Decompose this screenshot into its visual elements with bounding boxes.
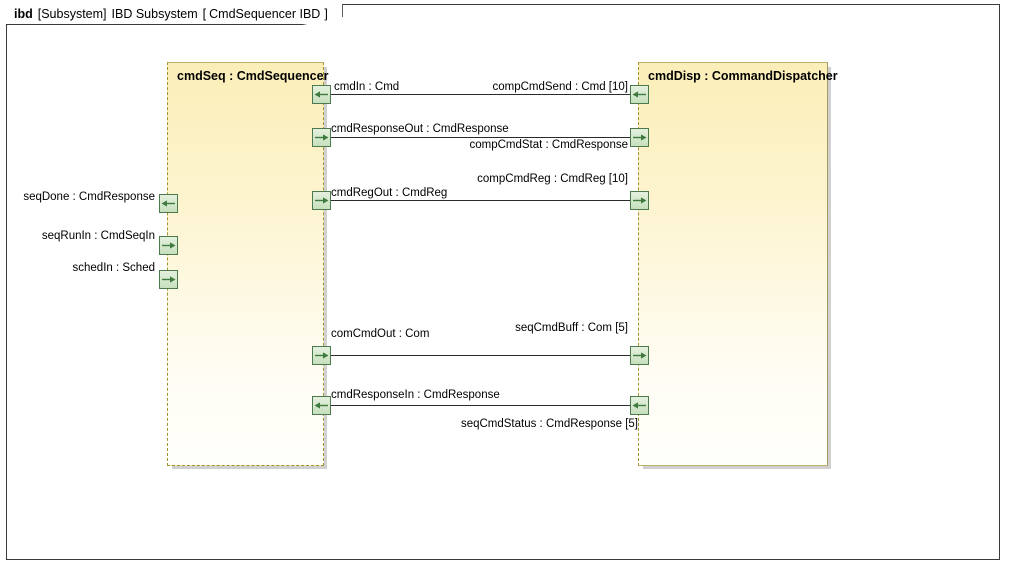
diagram-kind-label: ibd xyxy=(14,7,33,21)
connector-label-cmdresponseout: cmdResponseOut : CmdResponse xyxy=(331,123,509,135)
arrow-right-icon xyxy=(162,242,176,249)
block-cmdseq-title: cmdSeq : CmdSequencer xyxy=(177,69,329,83)
port-cmdregout[interactable] xyxy=(312,191,331,210)
block-cmdseq[interactable]: cmdSeq : CmdSequencer xyxy=(167,62,328,466)
port-compcmdreg[interactable] xyxy=(630,191,649,210)
block-cmddisp-title: cmdDisp : CommandDispatcher xyxy=(648,69,838,83)
connector-line-cmd-send[interactable] xyxy=(331,94,638,95)
arrow-right-icon xyxy=(315,197,329,204)
port-seqcmdstatus[interactable] xyxy=(630,396,649,415)
arrow-left-icon xyxy=(632,91,646,98)
connector-label-seqcmdstatus: seqCmdStatus : CmdResponse [5] xyxy=(460,418,638,430)
port-label-seqdone: seqDone : CmdResponse xyxy=(23,191,155,203)
connector-label-cmdregout: cmdRegOut : CmdReg xyxy=(331,187,448,199)
connector-line-cmd-buff[interactable] xyxy=(331,355,638,356)
port-label-schedin: schedIn : Sched xyxy=(72,262,155,274)
arrow-left-icon xyxy=(632,402,646,409)
connector-line-cmd-status[interactable] xyxy=(331,405,638,406)
diagram-bracket-open: [ xyxy=(202,7,207,21)
connector-label-compcmdsend: compCmdSend : Cmd [10] xyxy=(492,81,628,93)
arrow-right-icon xyxy=(633,352,647,359)
diagram-subtitle-label: CmdSequencer IBD xyxy=(209,7,321,21)
port-cmdresponseout[interactable] xyxy=(312,128,331,147)
diagram-header-tab: ibd [Subsystem] IBD Subsystem [ CmdSeque… xyxy=(6,4,343,25)
connector-line-cmd-stat[interactable] xyxy=(331,137,638,138)
arrow-right-icon xyxy=(162,276,176,283)
connector-label-compcmdstat: compCmdStat : CmdResponse xyxy=(469,139,628,151)
port-cmdin[interactable] xyxy=(312,85,331,104)
arrow-right-icon xyxy=(633,134,647,141)
port-cmdresponsein[interactable] xyxy=(312,396,331,415)
port-compcmdsend[interactable] xyxy=(630,85,649,104)
connector-label-cmdresponsein: cmdResponseIn : CmdResponse xyxy=(331,389,500,401)
connector-line-cmd-reg[interactable] xyxy=(331,200,638,201)
port-seqrunin[interactable] xyxy=(159,236,178,255)
connector-label-cmdin: cmdIn : Cmd xyxy=(334,81,400,93)
arrow-left-icon xyxy=(161,200,175,207)
diagram-name-label: IBD Subsystem xyxy=(111,7,198,21)
port-compcmdstat[interactable] xyxy=(630,128,649,147)
connector-label-compcmdreg: compCmdReg : CmdReg [10] xyxy=(477,173,628,185)
diagram-context-label: [Subsystem] xyxy=(37,7,107,21)
arrow-left-icon xyxy=(314,91,328,98)
port-comcmdout[interactable] xyxy=(312,346,331,365)
port-seqdone[interactable] xyxy=(159,194,178,213)
arrow-right-icon xyxy=(315,134,329,141)
diagram-bracket-close: ] xyxy=(324,7,328,21)
port-seqcmdbuff[interactable] xyxy=(630,346,649,365)
port-label-seqrunin: seqRunIn : CmdSeqIn xyxy=(41,230,155,242)
connector-label-comcmdout: comCmdOut : Com xyxy=(331,328,430,340)
port-schedin[interactable] xyxy=(159,270,178,289)
arrow-right-icon xyxy=(633,197,647,204)
arrow-right-icon xyxy=(315,352,329,359)
block-cmddisp[interactable]: cmdDisp : CommandDispatcher xyxy=(638,62,838,466)
connector-label-seqcmdbuff: seqCmdBuff : Com [5] xyxy=(515,322,628,334)
arrow-left-icon xyxy=(314,402,328,409)
